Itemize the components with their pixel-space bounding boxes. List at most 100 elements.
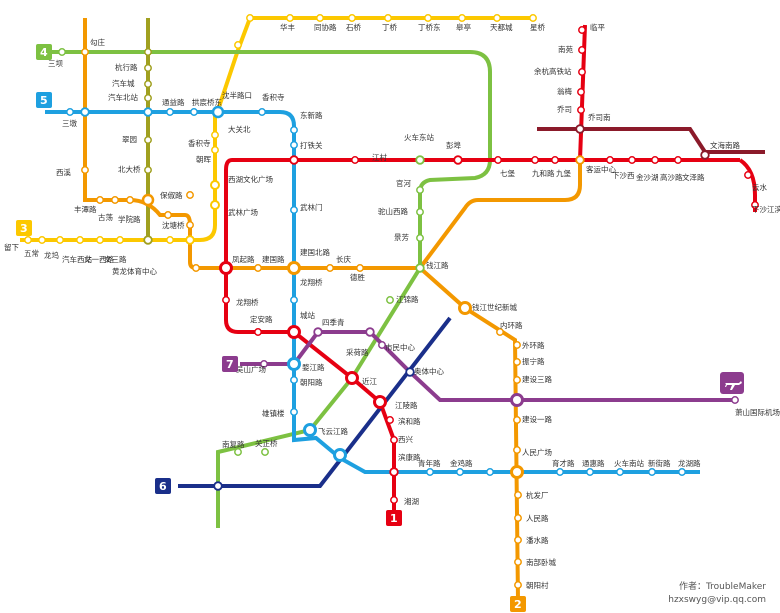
station-dot[interactable] bbox=[513, 416, 521, 424]
station-dot[interactable] bbox=[56, 236, 64, 244]
station-dot[interactable] bbox=[514, 514, 522, 522]
station-dot[interactable] bbox=[246, 14, 254, 22]
station-dot[interactable] bbox=[144, 80, 152, 88]
station-dot[interactable] bbox=[290, 206, 298, 214]
station-dot[interactable] bbox=[290, 126, 298, 134]
transfer-station[interactable] bbox=[510, 465, 524, 479]
station-dot[interactable] bbox=[513, 376, 521, 384]
transfer-station[interactable] bbox=[219, 261, 233, 275]
station-dot[interactable] bbox=[290, 408, 298, 416]
station-dot[interactable] bbox=[211, 131, 219, 139]
station-dot[interactable] bbox=[751, 201, 759, 209]
station-dot[interactable] bbox=[456, 468, 464, 476]
station-dot[interactable] bbox=[378, 341, 386, 349]
transfer-station[interactable] bbox=[333, 448, 347, 462]
station-dot[interactable] bbox=[192, 264, 200, 272]
station-dot[interactable] bbox=[529, 14, 537, 22]
station-dot[interactable] bbox=[166, 236, 174, 244]
station-dot[interactable] bbox=[514, 536, 522, 544]
station-dot[interactable] bbox=[496, 328, 504, 336]
station-dot[interactable] bbox=[190, 108, 198, 116]
transfer-station[interactable] bbox=[415, 263, 425, 273]
station-dot[interactable] bbox=[606, 156, 614, 164]
transfer-station[interactable] bbox=[405, 367, 415, 377]
station-dot[interactable] bbox=[651, 156, 659, 164]
station-dot[interactable] bbox=[254, 328, 262, 336]
station-dot[interactable] bbox=[234, 41, 242, 49]
station-dot[interactable] bbox=[24, 236, 32, 244]
transfer-station[interactable] bbox=[510, 393, 524, 407]
transfer-station[interactable] bbox=[141, 193, 155, 207]
transfer-station[interactable] bbox=[345, 371, 359, 385]
station-dot[interactable] bbox=[578, 26, 586, 34]
transfer-station[interactable] bbox=[143, 235, 153, 245]
station-dot[interactable] bbox=[416, 234, 424, 242]
station-dot[interactable] bbox=[261, 448, 269, 456]
station-dot[interactable] bbox=[286, 14, 294, 22]
station-dot[interactable] bbox=[96, 236, 104, 244]
transfer-station[interactable] bbox=[143, 107, 153, 117]
station-dot[interactable] bbox=[254, 264, 262, 272]
station-dot[interactable] bbox=[531, 156, 539, 164]
station-dot[interactable] bbox=[290, 296, 298, 304]
station-dot[interactable] bbox=[514, 491, 522, 499]
line-3-badge[interactable] bbox=[16, 220, 32, 236]
station-dot[interactable] bbox=[390, 436, 398, 444]
station-dot[interactable] bbox=[424, 14, 432, 22]
station-dot[interactable] bbox=[290, 376, 298, 384]
transfer-station[interactable] bbox=[453, 155, 463, 165]
station-dot[interactable] bbox=[116, 236, 124, 244]
station-dot[interactable] bbox=[258, 108, 266, 116]
station-dot[interactable] bbox=[356, 264, 364, 272]
station-dot[interactable] bbox=[166, 108, 174, 116]
transfer-station[interactable] bbox=[313, 327, 323, 337]
station-dot[interactable] bbox=[678, 468, 686, 476]
station-dot[interactable] bbox=[416, 186, 424, 194]
transfer-station[interactable] bbox=[415, 155, 425, 165]
station-dot[interactable] bbox=[458, 14, 466, 22]
station-dot[interactable] bbox=[96, 196, 104, 204]
line-1-badge[interactable] bbox=[386, 510, 402, 526]
station-dot[interactable] bbox=[81, 48, 89, 56]
station-dot[interactable] bbox=[648, 468, 656, 476]
transfer-station[interactable] bbox=[211, 105, 225, 119]
transfer-station[interactable] bbox=[185, 235, 195, 245]
station-dot[interactable] bbox=[577, 88, 585, 96]
station-dot[interactable] bbox=[144, 48, 152, 56]
transfer-station[interactable] bbox=[210, 180, 220, 190]
transfer-station[interactable] bbox=[287, 261, 301, 275]
station-dot[interactable] bbox=[486, 468, 494, 476]
station-dot[interactable] bbox=[628, 156, 636, 164]
station-dot[interactable] bbox=[126, 196, 134, 204]
transfer-station[interactable] bbox=[365, 327, 375, 337]
station-dot[interactable] bbox=[58, 48, 66, 56]
station-dot[interactable] bbox=[234, 448, 242, 456]
transfer-station[interactable] bbox=[289, 155, 299, 165]
transfer-station[interactable] bbox=[575, 124, 585, 134]
station-dot[interactable] bbox=[416, 208, 424, 216]
station-dot[interactable] bbox=[186, 191, 194, 199]
station-dot[interactable] bbox=[290, 141, 298, 149]
station-dot[interactable] bbox=[351, 156, 359, 164]
line-5-badge[interactable] bbox=[36, 92, 52, 108]
transfer-station[interactable] bbox=[700, 150, 710, 160]
station-dot[interactable] bbox=[144, 166, 152, 174]
transfer-station[interactable] bbox=[458, 301, 472, 315]
station-dot[interactable] bbox=[493, 14, 501, 22]
station-dot[interactable] bbox=[386, 416, 394, 424]
station-dot[interactable] bbox=[513, 446, 521, 454]
station-dot[interactable] bbox=[744, 171, 752, 179]
station-dot[interactable] bbox=[731, 396, 739, 404]
station-dot[interactable] bbox=[578, 46, 586, 54]
station-dot[interactable] bbox=[551, 156, 559, 164]
transfer-station[interactable] bbox=[287, 325, 301, 339]
station-dot[interactable] bbox=[577, 106, 585, 114]
transfer-station[interactable] bbox=[213, 481, 223, 491]
station-dot[interactable] bbox=[144, 136, 152, 144]
station-dot[interactable] bbox=[386, 296, 394, 304]
transfer-station[interactable] bbox=[575, 155, 585, 165]
station-dot[interactable] bbox=[514, 581, 522, 589]
station-dot[interactable] bbox=[514, 558, 522, 566]
station-dot[interactable] bbox=[316, 14, 324, 22]
station-dot[interactable] bbox=[578, 68, 586, 76]
